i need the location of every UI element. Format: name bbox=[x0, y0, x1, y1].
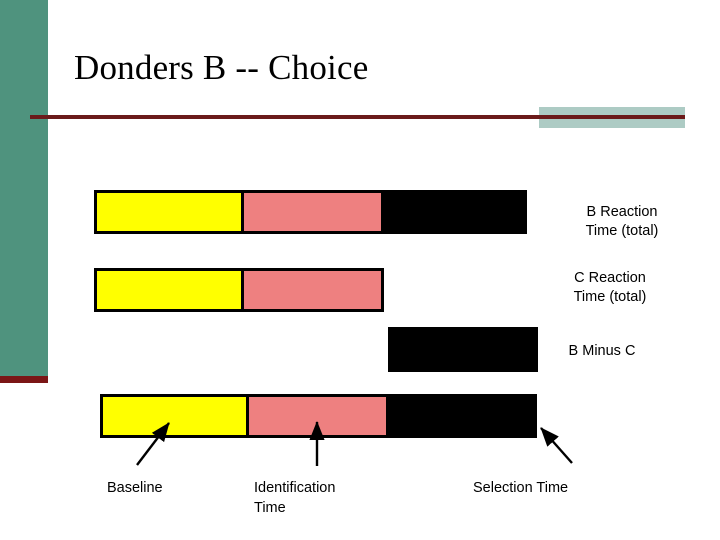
bar-segment-selection bbox=[391, 330, 535, 369]
label-baseline: Baseline bbox=[107, 480, 163, 496]
bar-segment-baseline bbox=[97, 271, 244, 309]
slide-title: Donders B -- Choice bbox=[74, 48, 369, 87]
bar-segment-selection bbox=[389, 397, 534, 435]
decorative-red-sidebar-cap bbox=[0, 376, 48, 383]
bar-segment-selection bbox=[384, 193, 524, 231]
label-c-reaction-time: C Reaction Time (total) bbox=[573, 270, 647, 305]
bar-b-minus-c bbox=[388, 327, 538, 372]
bar-b-reaction-total bbox=[94, 190, 527, 234]
label-b-minus-c: B Minus C bbox=[568, 343, 636, 359]
bar-segment-baseline bbox=[97, 193, 244, 231]
bar-segment-identification bbox=[244, 271, 381, 309]
bar-legend-key bbox=[100, 394, 537, 438]
leader-line-selection bbox=[540, 427, 573, 464]
decorative-green-sidebar bbox=[0, 0, 48, 376]
label-selection-time: Selection Time bbox=[473, 480, 569, 496]
bar-segment-identification bbox=[244, 193, 384, 231]
bar-segment-baseline bbox=[103, 397, 249, 435]
bar-segment-identification bbox=[249, 397, 389, 435]
title-divider-rule bbox=[30, 115, 685, 119]
label-identification-time: Identification Time bbox=[254, 480, 336, 516]
label-b-reaction-time: B Reaction Time (total) bbox=[585, 204, 659, 239]
bar-c-reaction-total bbox=[94, 268, 384, 312]
